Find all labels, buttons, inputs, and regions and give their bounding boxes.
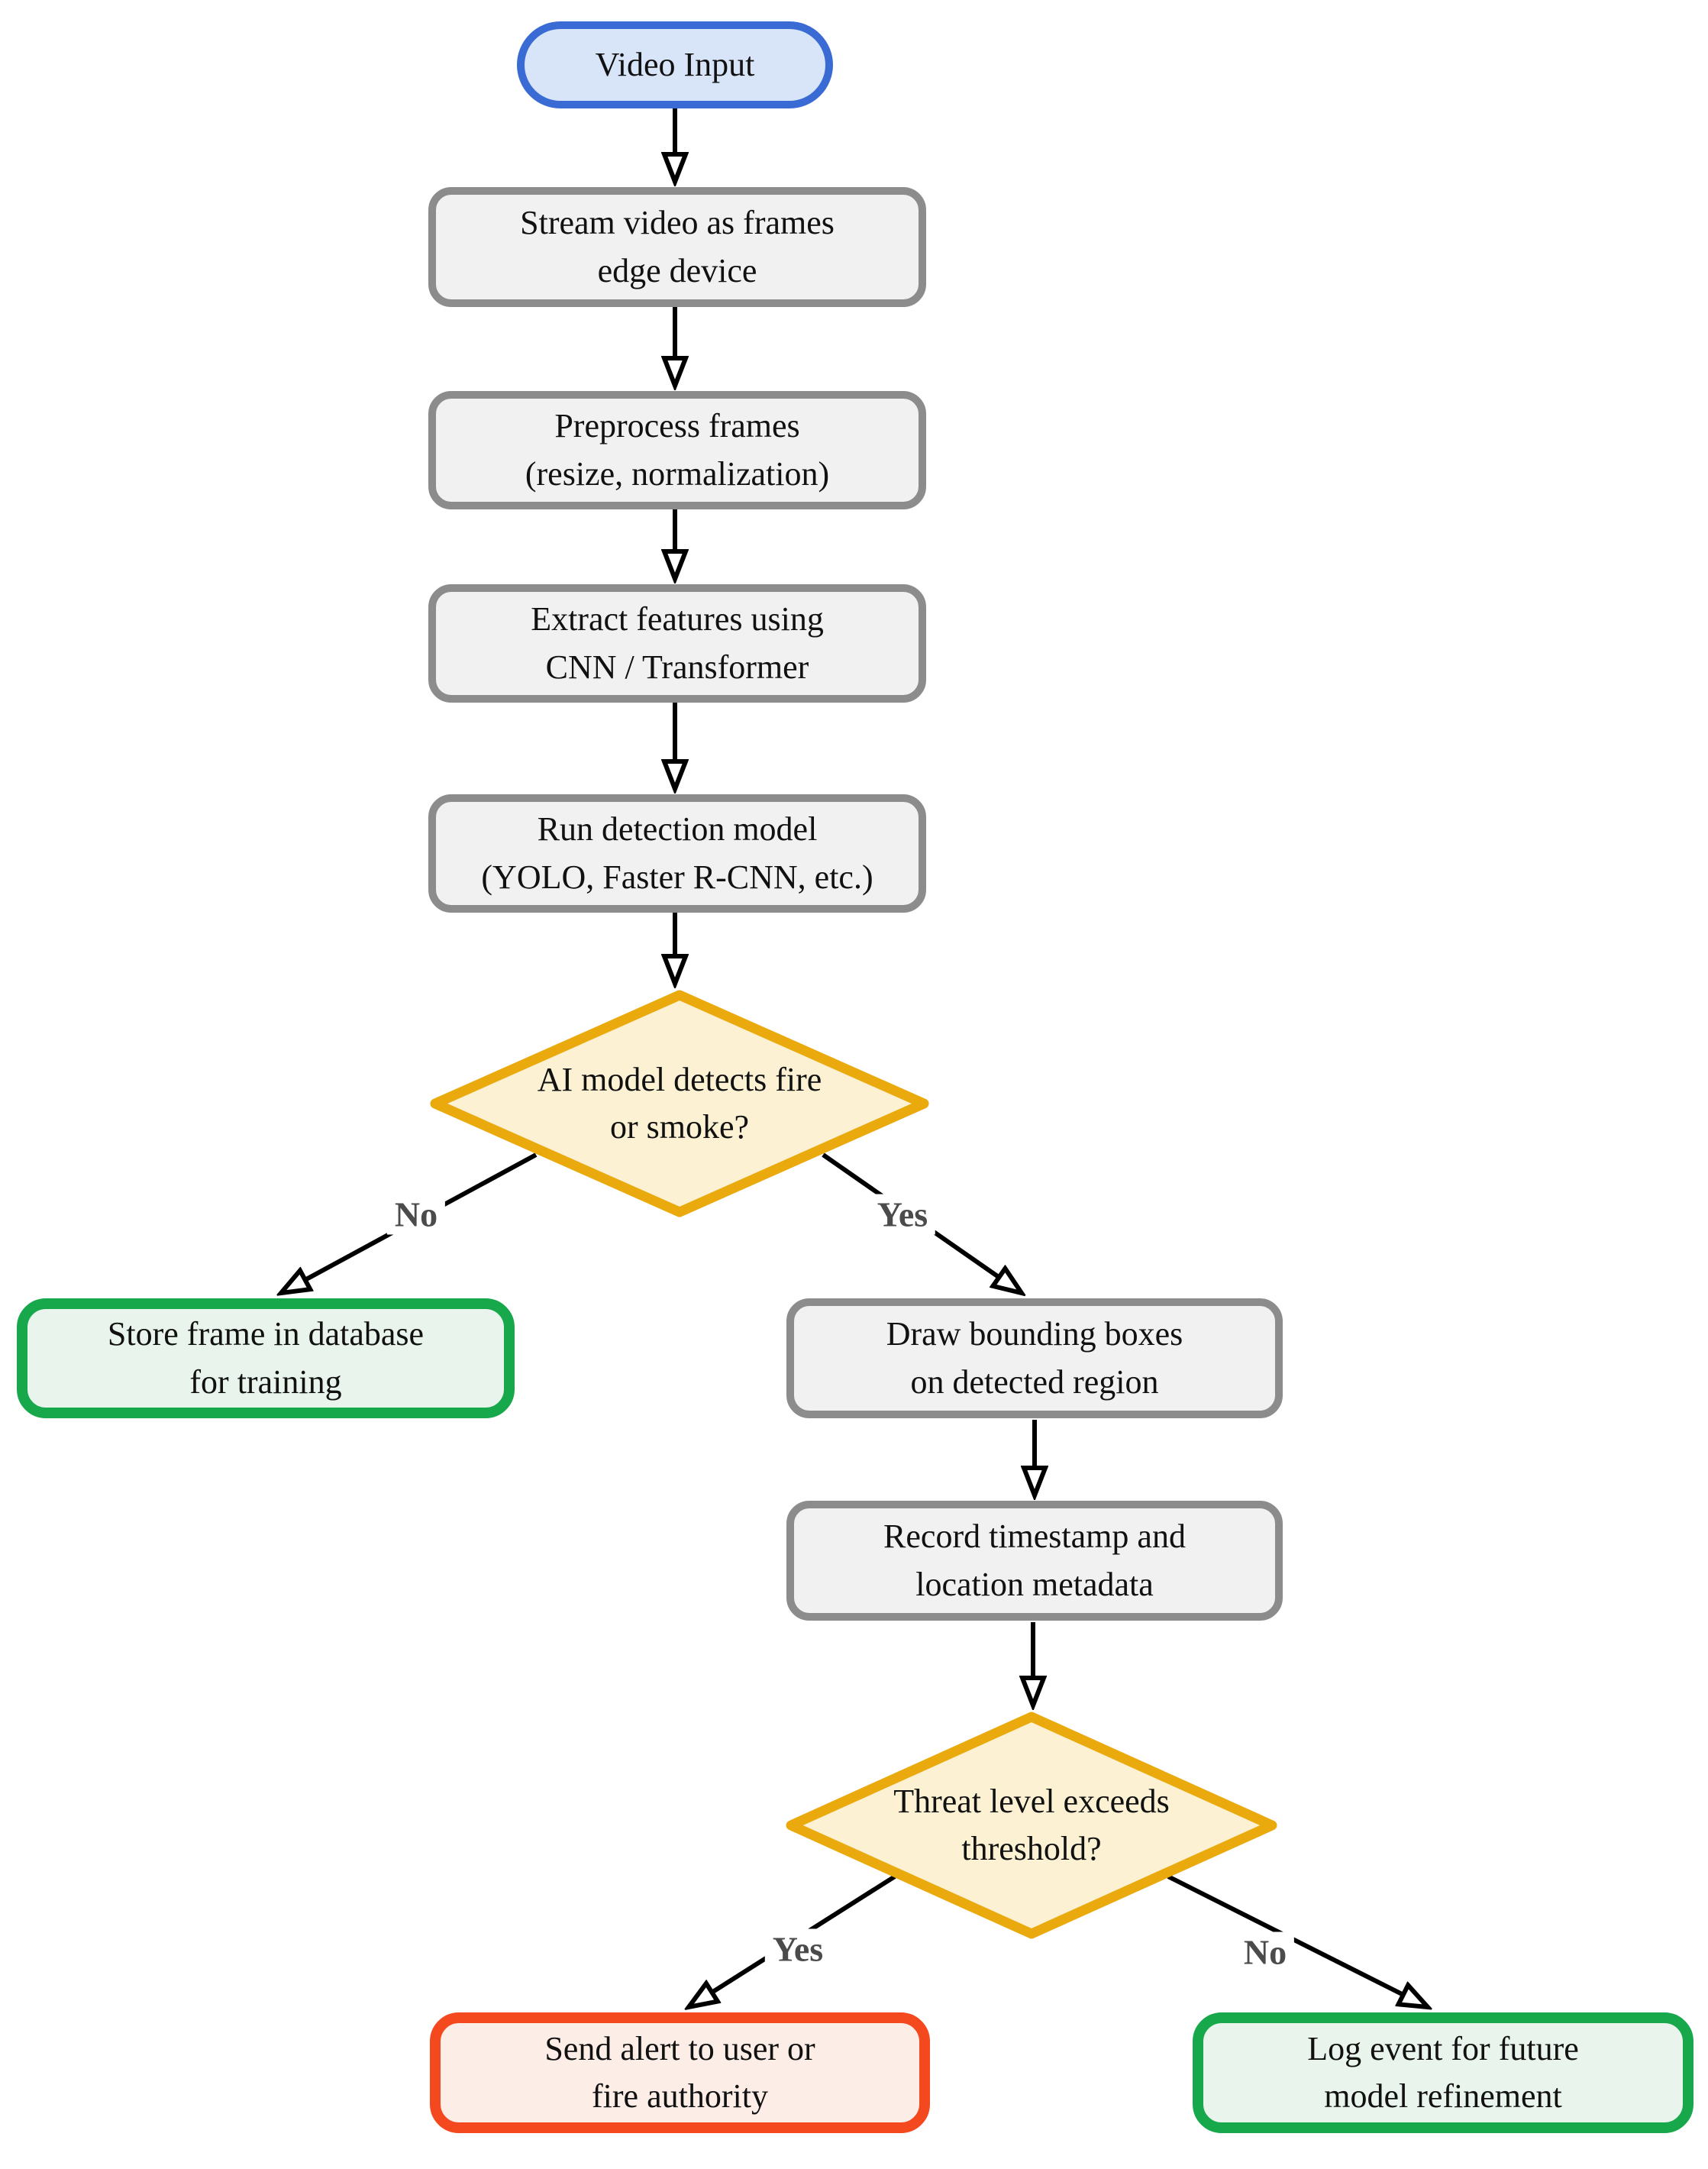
node-label: Video Input bbox=[595, 45, 755, 83]
node-stream-frames: Stream video as frames edge device bbox=[428, 187, 926, 307]
decision-diamond-shape bbox=[786, 1712, 1277, 1939]
node-label-line2: fire authority bbox=[592, 2077, 768, 2115]
edge-label-no: No bbox=[1235, 1931, 1295, 1973]
node-preprocess: Preprocess frames (resize, normalization… bbox=[428, 391, 926, 509]
node-label-line1: Run detection model bbox=[537, 810, 818, 849]
edge-label-no: No bbox=[386, 1194, 446, 1235]
node-label-line2: (YOLO, Faster R-CNN, etc.) bbox=[481, 858, 873, 896]
decision-diamond-shape bbox=[430, 990, 929, 1217]
decision-text: Threat level exceeds threshold? bbox=[893, 1782, 1170, 1867]
node-extract-features: Extract features using CNN / Transformer bbox=[428, 584, 926, 703]
node-decision-threat-level: Threat level exceeds threshold? bbox=[783, 1711, 1280, 1940]
node-draw-boxes: Draw bounding boxes on detected region bbox=[786, 1298, 1283, 1418]
edge-label-yes: Yes bbox=[764, 1928, 831, 1970]
node-send-alert: Send alert to user or fire authority bbox=[430, 2012, 930, 2133]
node-store-frame: Store frame in database for training bbox=[17, 1298, 515, 1418]
node-label-line2: on detected region bbox=[910, 1362, 1159, 1401]
node-label-line1: Draw bounding boxes bbox=[886, 1315, 1183, 1353]
node-record-metadata: Record timestamp and location metadata bbox=[786, 1501, 1283, 1621]
node-label-line1: Stream video as frames bbox=[520, 204, 835, 242]
edge-decision2-no bbox=[1167, 1874, 1428, 2007]
node-decision-fire-smoke: AI model detects fire or smoke? bbox=[428, 989, 931, 1218]
node-label-line1: Log event for future bbox=[1307, 2029, 1579, 2067]
node-video-input: Video Input bbox=[517, 21, 833, 108]
node-label-line1: Send alert to user or bbox=[544, 2029, 815, 2067]
node-label-line2: location metadata bbox=[915, 1565, 1154, 1603]
node-label-line1: Store frame in database bbox=[107, 1315, 425, 1353]
node-label-line1: Record timestamp and bbox=[883, 1518, 1186, 1556]
edge-label-yes: Yes bbox=[869, 1194, 936, 1235]
node-run-detection: Run detection model (YOLO, Faster R-CNN,… bbox=[428, 794, 926, 913]
node-label-line2: edge device bbox=[597, 251, 757, 289]
node-label-line1: Preprocess frames bbox=[554, 407, 800, 445]
node-label-line1: Extract features using bbox=[531, 600, 824, 638]
decision-text: AI model detects fire or smoke? bbox=[537, 1060, 822, 1146]
node-label-line2: for training bbox=[189, 1362, 342, 1401]
node-log-event: Log event for future model refinement bbox=[1193, 2012, 1693, 2133]
node-label-line2: model refinement bbox=[1324, 2077, 1562, 2115]
node-label-line2: (resize, normalization) bbox=[525, 454, 830, 493]
node-label-line2: CNN / Transformer bbox=[545, 648, 809, 686]
